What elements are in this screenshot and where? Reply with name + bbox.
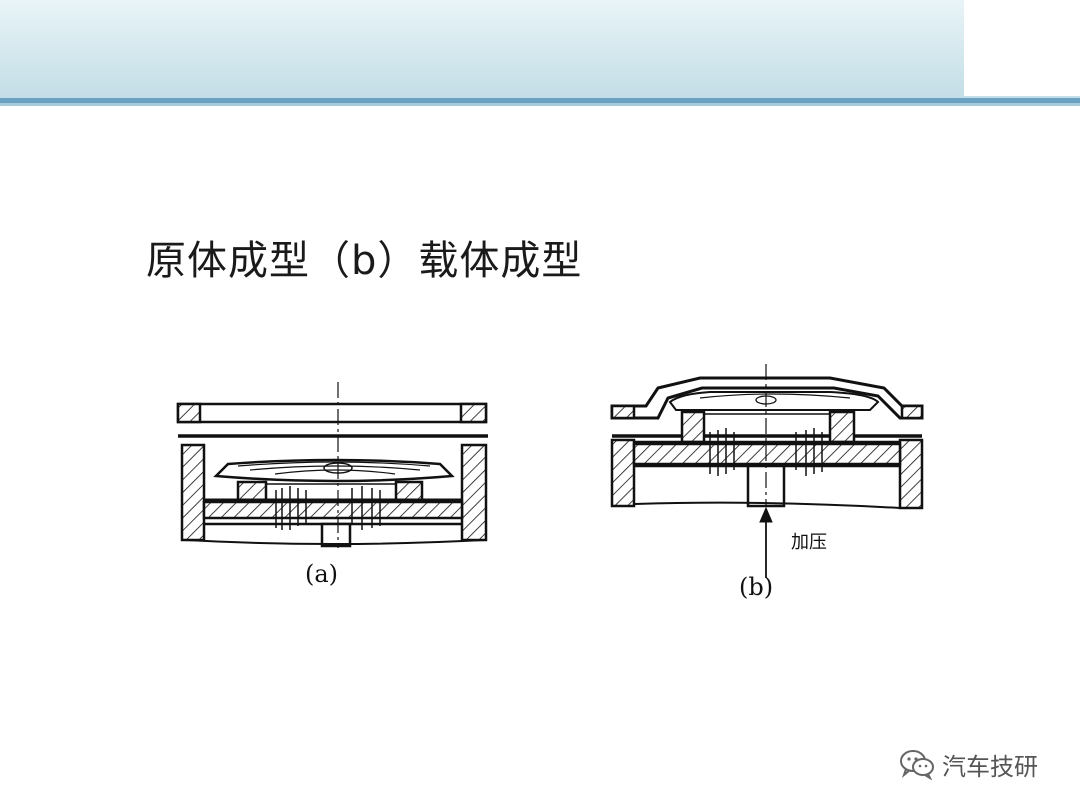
diagram-a-plunger (320, 522, 352, 548)
pressure-label: 加压 (791, 532, 827, 553)
diagram-a-top-plate (176, 402, 488, 424)
wechat-icon (900, 750, 934, 780)
header-divider (0, 98, 1080, 103)
diagram-a-caption: (a) (305, 560, 339, 588)
watermark-text: 汽车技研 (942, 752, 1038, 781)
header-divider-light (0, 103, 1080, 106)
diagram-a (176, 382, 488, 548)
header-band (0, 0, 1080, 98)
diagram-b-left-wall (610, 438, 636, 508)
diagram-b-caption: (b) (739, 573, 774, 601)
watermark: 汽车技研 (898, 746, 1038, 782)
diagram-a-base-plate (202, 500, 464, 520)
diagram-b (610, 364, 924, 578)
diagram-b-lens (668, 391, 880, 411)
corner-panel (964, 0, 1080, 96)
diagram-a-right-wall (460, 443, 488, 542)
slide-title: 原体成型（b）载体成型 (146, 238, 583, 284)
diagram-b-right-wall (898, 438, 924, 510)
diagram-a-left-wall (180, 443, 206, 542)
diagram-b-base-plate (632, 442, 902, 466)
